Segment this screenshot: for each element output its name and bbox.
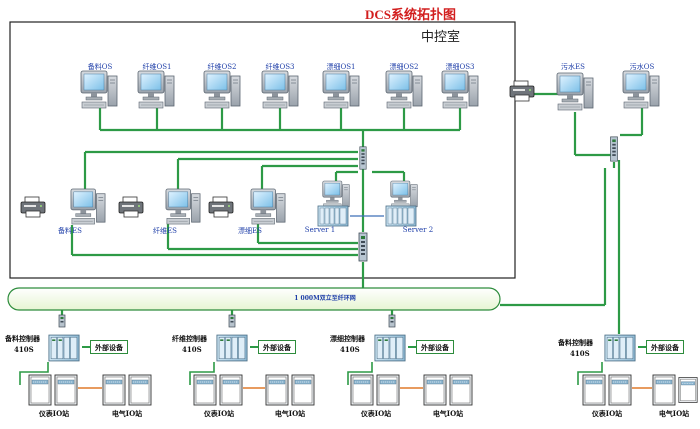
controller-model: 410S (14, 345, 34, 354)
external-device-box: 外部设备 (90, 340, 128, 354)
server-label: Server 2 (402, 226, 434, 234)
ring-couplers (58, 314, 396, 328)
controller-name: 备料控制器 (5, 334, 40, 343)
io-links (19, 362, 652, 389)
printer-icons (20, 196, 234, 218)
controller-name: 备料控制器 (558, 338, 593, 347)
os-label: 漂细OS2 (389, 63, 419, 71)
es-label: 纤维ES (153, 227, 177, 235)
instrument-io-label: 仪表IO站 (38, 409, 70, 418)
electrical-io-label: 电气IO站 (274, 409, 306, 418)
engineering-station-pcs (70, 188, 286, 225)
controller-model: 410S (570, 349, 590, 358)
os-label: 漂细OS1 (326, 63, 356, 71)
external-device-box: 外部设备 (416, 340, 454, 354)
instrument-io-label: 仪表IO站 (591, 409, 623, 418)
os-label: 漂细OS3 (445, 63, 475, 71)
controller-name: 漂细控制器 (330, 334, 365, 343)
os-label: 纤维OS1 (142, 63, 172, 71)
os-label: 纤维OS2 (207, 63, 237, 71)
io-cabinets (28, 374, 698, 406)
instrument-io-label: 仪表IO站 (203, 409, 235, 418)
electrical-io-label: 电气IO站 (658, 409, 690, 418)
operator-station-pcs (80, 70, 479, 109)
server-group (317, 180, 418, 227)
os-label: 纤维OS3 (265, 63, 295, 71)
remote-os-label: 污水OS (629, 63, 655, 71)
controller-model: 410S (182, 345, 202, 354)
remote-os-pc (622, 70, 660, 109)
external-device-box: 外部设备 (646, 340, 684, 354)
diagram-title: DCS系统拓扑图 (365, 7, 457, 22)
electrical-io-label: 电气IO站 (111, 409, 143, 418)
instrument-io-label: 仪表IO站 (360, 409, 392, 418)
os-label: 备料OS (87, 63, 113, 71)
controller-name: 纤维控制器 (172, 334, 207, 343)
es-label: 漂细ES (238, 227, 262, 235)
upper-switch-icon (359, 146, 367, 170)
remote-es-pc (556, 72, 594, 111)
remote-switch-icon (610, 136, 618, 162)
lower-switch-icon (358, 232, 368, 262)
electrical-io-label: 电气IO站 (432, 409, 464, 418)
remote-es-label: 污水ES (561, 63, 585, 71)
external-device-box: 外部设备 (258, 340, 296, 354)
fiber-ring-network (7, 287, 501, 311)
remote-printer-icon (509, 80, 535, 102)
control-room-border (9, 21, 516, 279)
es-label: 备料ES (58, 227, 82, 235)
ring-network-label: 1 000M双立至纤环网 (294, 295, 356, 302)
controller-model: 410S (340, 345, 360, 354)
server-label: Server 1 (304, 226, 336, 234)
control-room-label: 中控室 (421, 30, 461, 45)
